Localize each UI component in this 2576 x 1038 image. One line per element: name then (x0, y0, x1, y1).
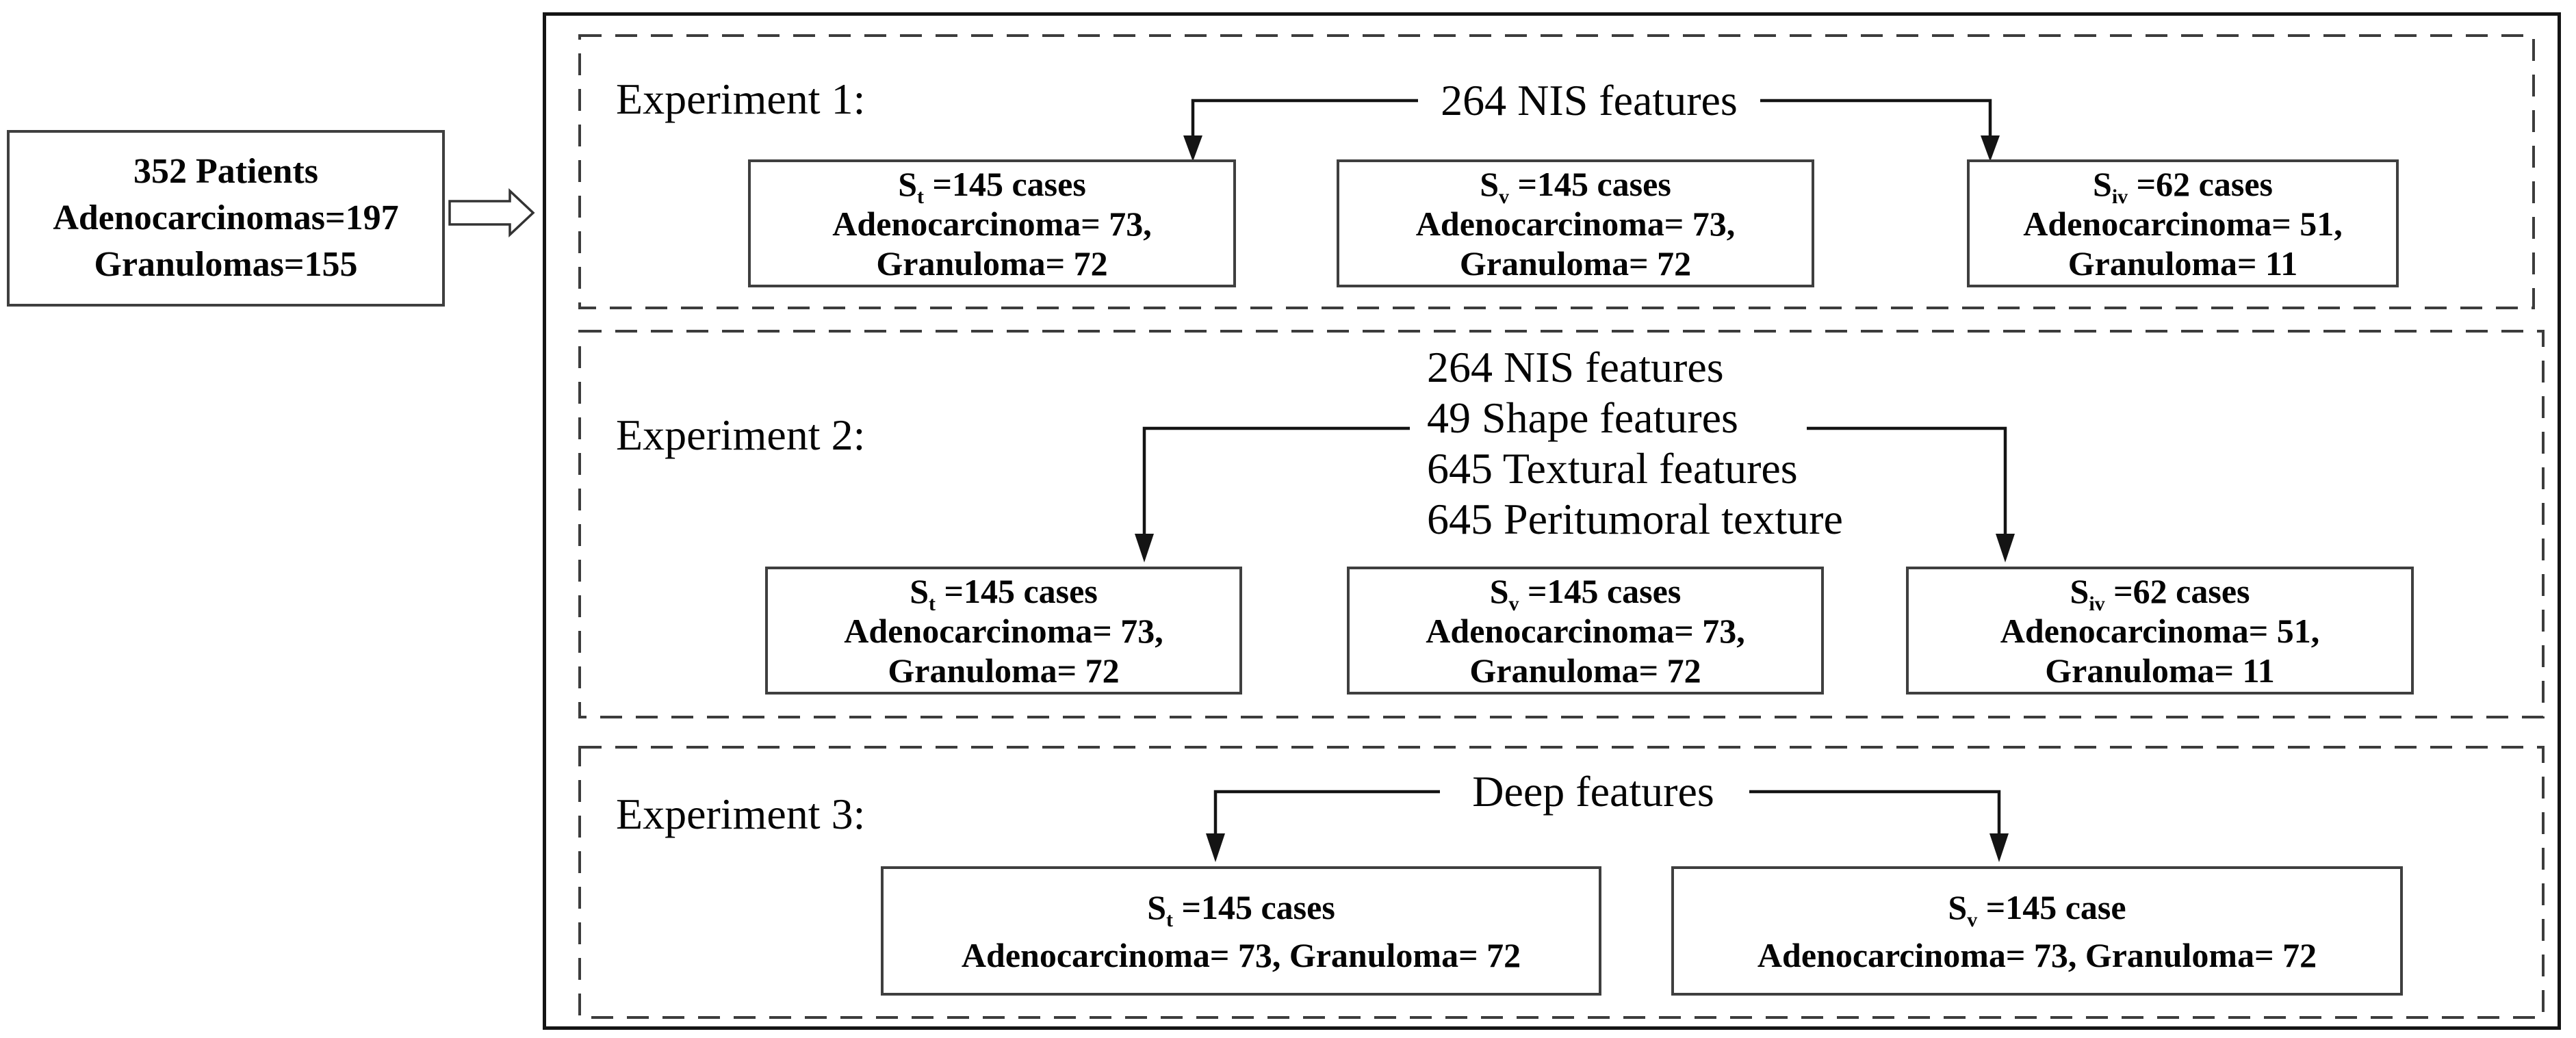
granulomas-count: Granulomas=155 (94, 245, 358, 284)
exp3-validation-set-box: Sv =145 case Adenocarcinoma= 73, Granulo… (1671, 866, 2403, 996)
exp2-validation-set-title: Sv =145 cases (1489, 571, 1682, 615)
exp2-independent-set-box: Siv =62 cases Adenocarcinoma= 51, Granul… (1906, 567, 2414, 695)
exp3-training-set-title: St =145 cases (1147, 887, 1335, 931)
exp3-training-counts: Adenocarcinoma= 73, Granuloma= 72 (961, 935, 1521, 974)
exp2-training-adeno: Adenocarcinoma= 73, (844, 611, 1163, 650)
exp2-independent-granuloma: Granuloma= 11 (2045, 651, 2275, 690)
exp2-independent-adeno: Adenocarcinoma= 51, (2000, 611, 2320, 650)
patients-count: 352 Patients (133, 152, 319, 191)
exp1-independent-set-box: Siv =62 cases Adenocarcinoma= 51, Granul… (1967, 159, 2399, 287)
exp2-training-set-box: St =145 cases Adenocarcinoma= 73, Granul… (765, 567, 1242, 695)
patients-summary-box: 352 Patients Adenocarcinomas=197 Granulo… (7, 130, 445, 307)
exp2-feature-textural: 645 Textural features (1427, 444, 1798, 493)
exp2-validation-set-box: Sv =145 cases Adenocarcinoma= 73, Granul… (1347, 567, 1824, 695)
exp1-training-set-title: St =145 cases (898, 164, 1086, 208)
exp1-training-granuloma: Granuloma= 72 (876, 244, 1108, 283)
exp1-features-text: 264 NIS features (1441, 76, 1738, 125)
exp2-feature-nis: 264 NIS features (1427, 343, 1724, 391)
exp3-validation-counts: Adenocarcinoma= 73, Granuloma= 72 (1757, 935, 2317, 974)
exp2-feature-shape: 49 Shape features (1427, 393, 1738, 442)
exp1-validation-granuloma: Granuloma= 72 (1459, 244, 1692, 283)
exp1-independent-granuloma: Granuloma= 11 (2068, 244, 2298, 283)
experiment-2-label: Experiment 2: (616, 411, 866, 459)
exp3-features-text: Deep features (1472, 767, 1714, 816)
exp1-validation-set-box: Sv =145 cases Adenocarcinoma= 73, Granul… (1337, 159, 1814, 287)
exp2-independent-set-title: Siv =62 cases (2070, 571, 2250, 615)
exp2-feature-peritumoral: 645 Peritumoral texture (1427, 495, 1843, 543)
exp1-independent-adeno: Adenocarcinoma= 51, (2023, 204, 2343, 243)
exp2-validation-granuloma: Granuloma= 72 (1469, 651, 1701, 690)
experiments-outer-container (543, 12, 2561, 1030)
exp2-training-granuloma: Granuloma= 72 (888, 651, 1120, 690)
exp1-validation-adeno: Adenocarcinoma= 73, (1415, 204, 1736, 243)
exp1-validation-set-title: Sv =145 cases (1480, 164, 1671, 208)
exp2-training-set-title: St =145 cases (910, 571, 1098, 615)
exp3-validation-set-title: Sv =145 case (1948, 887, 2126, 931)
exp3-training-set-box: St =145 cases Adenocarcinoma= 73, Granul… (881, 866, 1601, 996)
exp2-validation-adeno: Adenocarcinoma= 73, (1426, 611, 1745, 650)
experiment-1-label: Experiment 1: (616, 75, 866, 123)
exp1-independent-set-title: Siv =62 cases (2093, 164, 2273, 208)
exp1-training-set-box: St =145 cases Adenocarcinoma= 73, Granul… (748, 159, 1236, 287)
adenocarcinomas-count: Adenocarcinomas=197 (53, 198, 399, 237)
block-arrow-icon (448, 187, 535, 238)
experiment-3-label: Experiment 3: (616, 790, 866, 838)
exp1-training-adeno: Adenocarcinoma= 73, (832, 204, 1152, 243)
exp2-features-list: 264 NIS features 49 Shape features 645 T… (1427, 342, 1843, 545)
